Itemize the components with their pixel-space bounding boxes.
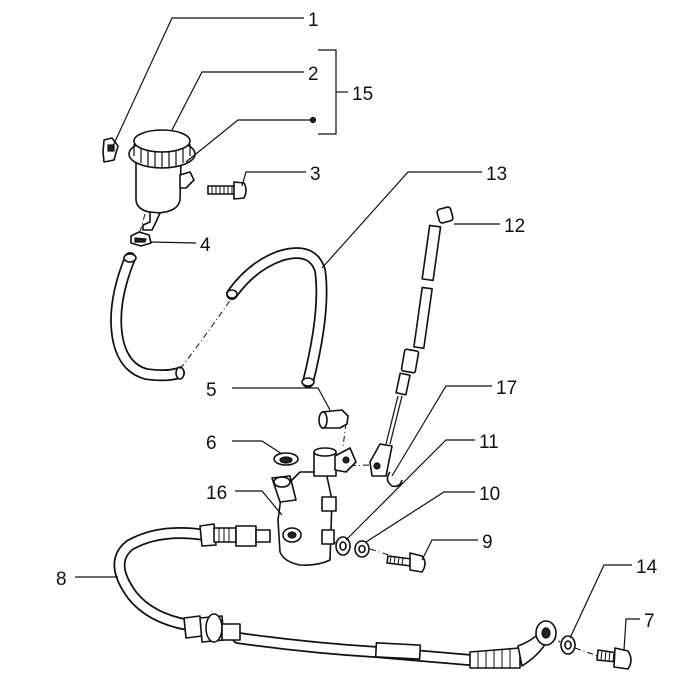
callout-8: 8 [56,569,67,590]
banjo-bolt-7 [596,647,632,670]
screw-3 [207,181,247,200]
callout-7: 7 [644,611,655,632]
assembly-line-1 [179,295,234,370]
callout-3: 3 [310,164,321,185]
callout-11: 11 [479,432,499,453]
group-bracket [318,49,337,135]
bolt-9 [386,552,426,573]
clip-hole [107,144,115,152]
callout-13: 13 [486,164,507,185]
callout-17: 17 [496,378,517,399]
assembly-line-8 [574,647,599,657]
cap-ribs [133,144,191,168]
return-hose-13 [226,247,328,388]
callout-15: 15 [352,84,373,105]
pressure-line-8 [113,523,557,669]
callout-4: 4 [200,235,211,256]
callout-2: 2 [308,64,319,85]
circlip-17 [386,471,403,488]
assembly-line-6 [369,548,393,557]
leader-lines [75,17,640,651]
reservoir-hose [110,252,185,382]
callout-14: 14 [636,557,658,578]
reservoir-lug [179,171,195,189]
reservoir-assembly [102,129,247,247]
assembly-line-2 [139,213,146,233]
callout-1: 1 [308,10,319,31]
assembly-line-3 [342,422,347,448]
clevis-end [369,443,393,477]
callout-6: 6 [206,433,217,454]
callout-9: 9 [482,532,493,553]
callout-5: 5 [206,380,217,401]
reservoir-cap-top [133,129,191,153]
callout-16: 16 [206,483,227,504]
cylinder-16 [271,409,357,566]
reservoir-outlet [142,211,161,231]
callout-10: 10 [479,484,500,505]
callout-12: 12 [504,216,525,237]
push-rod-12 [369,206,454,477]
